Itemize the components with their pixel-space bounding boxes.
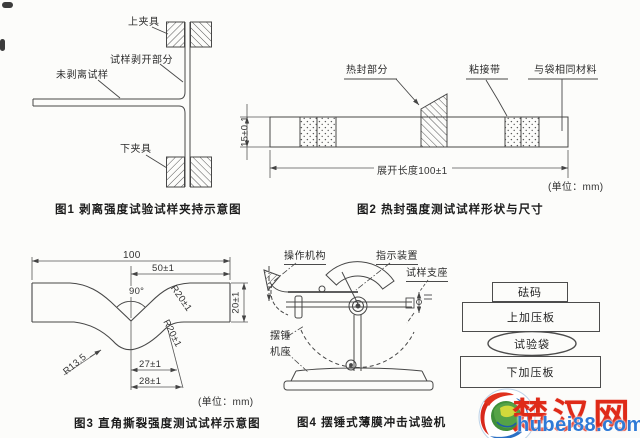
fig5-upper-plate-box: 上加压板: [462, 302, 600, 332]
fig4-specimen-support-hw: [405, 292, 432, 324]
fig1-label-upper-clamp: 上夹具: [128, 17, 160, 28]
fig1-caption: 图1 剥离强度试验试样夹持示意图: [55, 204, 242, 216]
watermark-site-name: 楚汉网: [512, 397, 634, 436]
scan-artifact: [0, 39, 5, 51]
fig3-drawing: [31, 257, 248, 390]
fig3-dimensions: [31, 257, 248, 390]
fig1-lower-clamp-right-block: [190, 156, 212, 188]
fig3-dim-total-length: 100: [123, 250, 141, 261]
fig4-needle: [341, 271, 359, 305]
fig2-label-same-material: 与袋相同材料: [534, 65, 597, 76]
fig2-heat-seal-flap: [420, 93, 448, 148]
fig2-caption: 图2 热封强度测试试样形状与尺寸: [357, 204, 544, 216]
fig5-upper-plate-label: 上加压板: [507, 312, 555, 324]
fig3-unit-note: (单位：mm): [198, 397, 254, 408]
fig1-specimen-bottom-edge: [33, 105, 186, 187]
fig1-label-lower-clamp: 下夹具: [120, 144, 152, 155]
fig3-lower-outline: [32, 321, 230, 351]
fig1-leader-lines: [97, 26, 184, 169]
fig3-dim-width-28: 28±1: [139, 376, 162, 387]
fig2-leaders: [344, 78, 598, 131]
fig4-label-operating-mechanism: 操作机构: [284, 251, 326, 265]
fig2-dimensions: [240, 104, 569, 178]
fig3-dim-width-27: 27±1: [139, 359, 162, 370]
fig4-dial-sector: [325, 261, 395, 290]
fig4-drawing: [263, 261, 434, 391]
fig4-base-top: [295, 367, 423, 372]
fig1-label-peeled-part: 试样剥开部分: [110, 55, 173, 66]
fig5-test-bag-label: 试验袋: [488, 333, 576, 354]
fig4-base-slab: [283, 380, 434, 391]
fig5-test-bag-text: 试验袋: [514, 338, 550, 351]
fig1-lower-clamp-left-block: [166, 156, 185, 188]
fig3-dim-height: 20±1: [230, 291, 242, 314]
fig4-caption: 图4 摆锤式薄膜冲击试验机: [297, 417, 447, 429]
fig4-swing-arc: [300, 329, 415, 368]
fig1-specimen-top-edge: [33, 22, 186, 100]
fig2-unit-note: (单位：mm): [548, 182, 604, 193]
fig3-dim-half-length: 50±1: [152, 263, 175, 274]
fig2-drawing: [240, 78, 598, 178]
watermark-globe-logo: [478, 388, 536, 438]
fig1-upper-clamp-left-block: [166, 21, 185, 48]
fig1-upper-clamp-right-block: [190, 21, 212, 48]
fig4-label-indicator-device: 指示装置: [376, 251, 418, 265]
fig2-dim-width: 15±0.1: [239, 116, 251, 147]
fig4-label-specimen-support: 试样支座: [406, 268, 448, 282]
watermark-site-url: hubei88.com: [517, 414, 640, 436]
fig3-dim-notch-angle: 90°: [128, 286, 146, 297]
scan-artifact: [2, 2, 13, 8]
fig5-weight-box: 砝码: [492, 282, 568, 302]
fig3-caption: 图3 直角撕裂强度测试试样示意图: [74, 418, 261, 430]
fig2-label-heat-seal-part: 热封部分: [346, 65, 388, 76]
fig1-drawing: [32, 21, 212, 188]
fig4-hammer-bob: [345, 359, 357, 371]
fig1-label-unpeeled-sample: 未剥离试样: [56, 70, 109, 81]
fig4-operating-handle: [263, 269, 281, 292]
fig4-label-machine-base: 机座: [270, 347, 291, 358]
fig5-lower-plate-box: 下加压板: [460, 356, 601, 388]
fig2-dim-unfolded-length: 展开长度100±1: [377, 166, 448, 177]
fig5-lower-plate-label: 下加压板: [506, 367, 555, 379]
fig4-label-pendulum: 摆锤: [270, 331, 291, 342]
fig5-weight-label: 砝码: [518, 287, 542, 299]
fig2-label-adhesive-tape: 粘接带: [469, 65, 501, 76]
fig4-leaders: [273, 262, 429, 373]
